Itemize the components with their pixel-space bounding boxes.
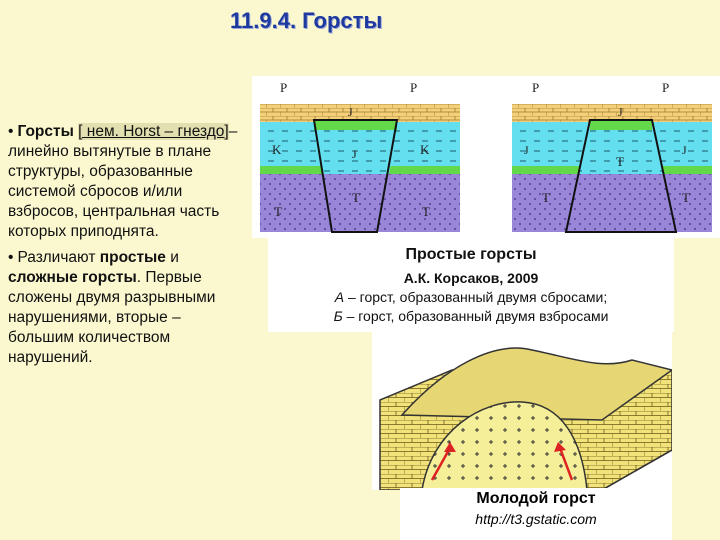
label-t: T (542, 190, 550, 205)
label-t: T (682, 190, 690, 205)
letter-b: Б (334, 308, 343, 324)
slide-title: 11.9.4. Горсты (230, 8, 382, 34)
types-simple: простые (100, 249, 166, 266)
label-k: K (420, 142, 430, 157)
label-t: T (616, 154, 624, 169)
label-p: P (410, 80, 417, 95)
figure2-heading: Молодой горст (400, 490, 672, 508)
definition-term: Горсты (17, 123, 73, 140)
figure2-source: http://t3.gstatic.com (400, 511, 672, 527)
label-t: T (274, 204, 282, 219)
figure1-line-a: А – горст, образованный двумя сбросами; (268, 289, 674, 305)
definition-paragraph: •Горсты [ нем. Horst – гнездо]– линейно … (8, 122, 244, 242)
simple-horsts-figure: P P J K K J T T T P P J J J T T T (252, 76, 720, 238)
label-t: T (422, 204, 430, 219)
label-j: J (524, 143, 529, 157)
bullet: • (8, 123, 13, 140)
label-j: J (348, 105, 353, 119)
types-and: и (170, 249, 179, 266)
label-j: J (618, 105, 623, 119)
label-k: K (272, 142, 282, 157)
figure2-caption: Молодой горст http://t3.gstatic.com (400, 488, 672, 540)
bullet: • (8, 249, 13, 266)
definition-text: – линейно вытянутые в плане структуры, о… (8, 123, 237, 240)
definition-etymology: [ нем. Horst – гнездо] (78, 123, 229, 140)
label-p: P (532, 80, 539, 95)
label-p: P (662, 80, 669, 95)
types-complex: сложные горсты (8, 269, 137, 286)
figure1-heading: Простые горсты (268, 246, 674, 264)
line-a-text: – горст, образованный двумя сбросами; (348, 289, 607, 305)
label-p: P (280, 80, 287, 95)
figure1-caption: Простые горсты А.К. Корсаков, 2009 А – г… (268, 238, 674, 332)
label-j: J (682, 143, 687, 157)
types-paragraph: •Различают простые и сложные горсты. Пер… (8, 248, 244, 368)
types-lead: Различают (17, 249, 95, 266)
young-horst-figure (372, 330, 672, 490)
label-j: J (352, 147, 357, 161)
letter-a: А (335, 289, 344, 305)
line-b-text: – горст, образованный двумя взбросами (347, 308, 609, 324)
figure1-author: А.К. Корсаков, 2009 (268, 270, 674, 286)
label-t: T (352, 190, 360, 205)
text-column: •Горсты [ нем. Horst – гнездо]– линейно … (8, 122, 244, 374)
types-dot: . (137, 269, 141, 286)
figure1-line-b: Б – горст, образованный двумя взбросами (268, 308, 674, 324)
